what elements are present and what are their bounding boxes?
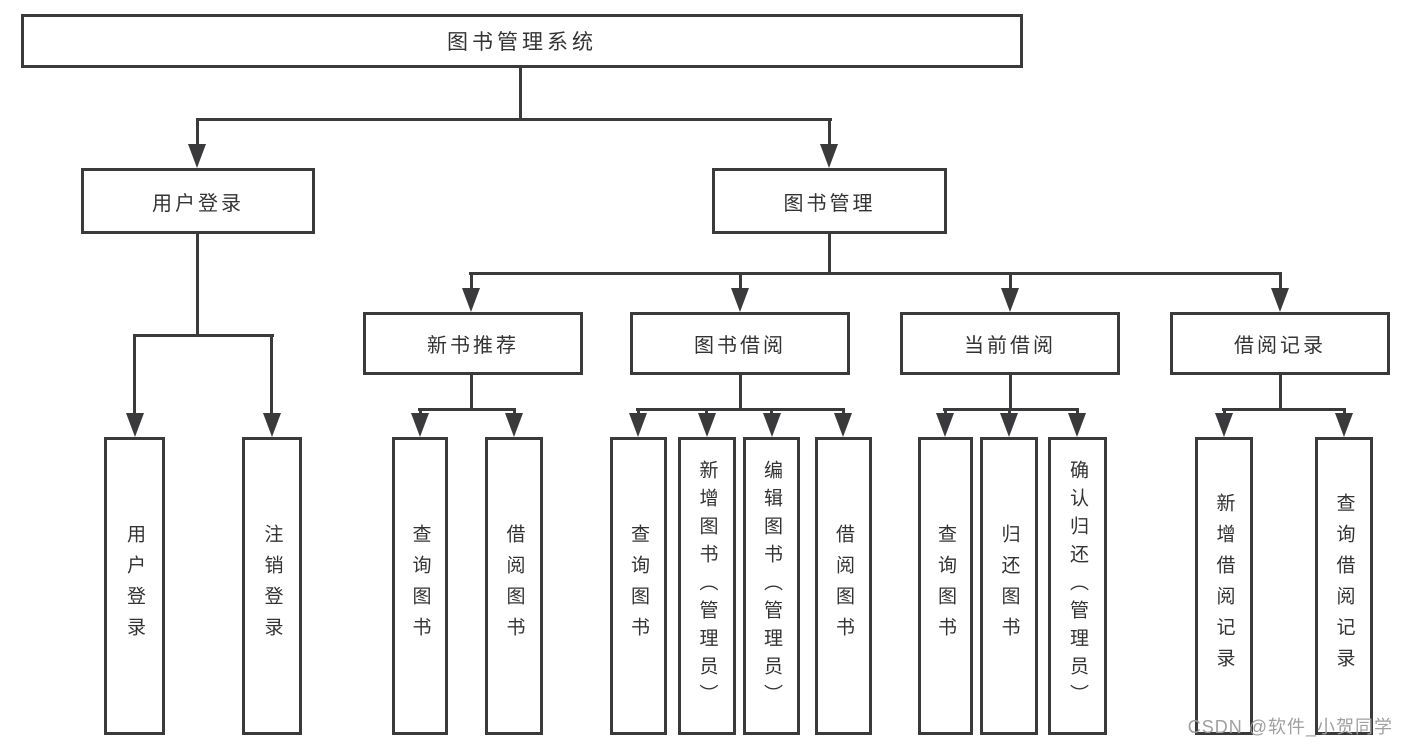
leaf-add-books-admin-label: 新增图书（管理员） [696, 460, 718, 712]
arrowhead-leaf [1335, 413, 1353, 437]
connector-new-book-rail [418, 408, 516, 411]
connector-user-login-rail [133, 334, 274, 337]
arrowhead-leaf [1215, 413, 1233, 437]
connector-drop [1223, 408, 1226, 416]
connector-drop [842, 408, 845, 416]
leaf-query-books-3-label: 查询图书 [935, 524, 956, 648]
connector-book-borrow-drop [739, 272, 742, 290]
leaf-query-borrow-record: 查询借阅记录 [1315, 437, 1373, 735]
leaf-user-login: 用户登录 [104, 437, 165, 735]
connector-user-login-stem [196, 234, 199, 337]
csdn-watermark-text: CSDN @软件_小贺同学 [1187, 717, 1393, 737]
node-book-borrowing-label: 图书借阅 [694, 335, 786, 357]
connector-borrow-records-stem [1279, 375, 1282, 411]
leaf-query-books-1-label: 查询图书 [409, 524, 431, 648]
arrowhead-leaf [1068, 413, 1086, 437]
arrowhead-leaf [411, 413, 429, 437]
leaf-return-books-label: 归还图书 [998, 524, 1020, 648]
leaf-query-books-2-label: 查询图书 [628, 524, 649, 648]
arrowhead-leaf [698, 413, 716, 437]
connector-current-borrow-drop [1009, 272, 1012, 290]
leaf-add-borrow-record-label: 新增借阅记录 [1213, 493, 1235, 679]
arrowhead-leaf-user-login [126, 413, 144, 437]
connector-user-login-drop [196, 118, 199, 146]
connector-book-borrow-stem [739, 375, 742, 411]
leaf-add-books-admin: 新增图书（管理员） [678, 437, 736, 735]
connector-drop [944, 408, 947, 416]
arrowhead-book-mgmt [820, 144, 838, 168]
leaf-add-borrow-record: 新增借阅记录 [1195, 437, 1253, 735]
connector-book-mgmt-stem [828, 234, 831, 275]
leaf-edit-books-admin-label: 编辑图书（管理员） [761, 460, 782, 712]
leaf-user-login-label: 用户登录 [124, 524, 145, 648]
arrowhead-leaf [763, 413, 781, 437]
arrowhead-book-borrow [731, 288, 749, 312]
connector-new-book-stem [470, 375, 473, 411]
arrowhead-user-login [188, 144, 206, 168]
connector-drop [513, 408, 516, 416]
node-new-book-recommend: 新书推荐 [363, 312, 583, 375]
leaf-query-books-3: 查询图书 [918, 437, 973, 735]
node-current-borrowing: 当前借阅 [900, 312, 1120, 375]
node-book-management-label: 图书管理 [783, 192, 876, 215]
connector-current-borrow-rail [943, 408, 1079, 411]
node-library-system: 图书管理系统 [21, 14, 1023, 68]
connector-current-borrow-stem [1009, 375, 1012, 411]
arrowhead-leaf-logout [263, 413, 281, 437]
connector-book-borrow-rail [636, 408, 844, 411]
connector-root-stem [519, 68, 522, 118]
connector-drop [1008, 408, 1011, 416]
node-book-borrowing: 图书借阅 [630, 312, 850, 375]
leaf-query-books-2: 查询图书 [610, 437, 667, 735]
arrowhead-borrow-records [1271, 288, 1289, 312]
arrowhead-current-borrow [1001, 288, 1019, 312]
connector-borrow-records-drop [1279, 272, 1282, 290]
arrowhead-leaf [1000, 413, 1018, 437]
node-current-borrowing-label: 当前借阅 [964, 335, 1056, 357]
node-library-system-label: 图书管理系统 [447, 31, 597, 54]
leaf-query-books-1: 查询图书 [392, 437, 448, 735]
connector-drop [770, 408, 773, 416]
connector-level2-rail [196, 118, 832, 121]
leaf-return-books: 归还图书 [980, 437, 1038, 735]
connector-drop [1343, 408, 1346, 416]
connector-drop [705, 408, 708, 416]
node-new-book-recommend-label: 新书推荐 [427, 335, 519, 357]
leaf-borrow-books-2-label: 借阅图书 [833, 524, 854, 648]
arrowhead-leaf [629, 413, 647, 437]
leaf-logout: 注销登录 [242, 437, 302, 735]
arrowhead-leaf [505, 413, 523, 437]
arrowhead-new-book [462, 288, 480, 312]
node-user-login: 用户登录 [81, 168, 315, 234]
leaf-borrow-books-2: 借阅图书 [815, 437, 872, 735]
leaf-confirm-return-admin-label: 确认归还（管理员） [1067, 460, 1088, 712]
arrowhead-leaf [834, 413, 852, 437]
node-user-login-label: 用户登录 [152, 192, 244, 215]
leaf-borrow-books-1: 借阅图书 [485, 437, 543, 735]
node-book-management: 图书管理 [712, 168, 947, 234]
leaf-query-borrow-record-label: 查询借阅记录 [1333, 493, 1355, 679]
connector-book-mgmt-drop [828, 118, 831, 146]
node-borrowing-records: 借阅记录 [1170, 312, 1390, 375]
connector-drop [637, 408, 640, 416]
connector-leaf-logout-drop [270, 334, 273, 415]
connector-borrow-records-rail [1222, 408, 1345, 411]
connector-new-book-drop [470, 272, 473, 290]
leaf-borrow-books-1-label: 借阅图书 [503, 524, 525, 648]
node-borrowing-records-label: 借阅记录 [1234, 335, 1326, 357]
connector-level3-rail [469, 272, 1281, 275]
leaf-confirm-return-admin: 确认归还（管理员） [1048, 437, 1107, 735]
connector-leaf-user-login-drop [133, 334, 136, 415]
leaf-logout-label: 注销登录 [261, 524, 283, 648]
connector-drop [1076, 408, 1079, 416]
leaf-edit-books-admin: 编辑图书（管理员） [743, 437, 800, 735]
connector-drop [419, 408, 422, 416]
arrowhead-leaf [936, 413, 954, 437]
